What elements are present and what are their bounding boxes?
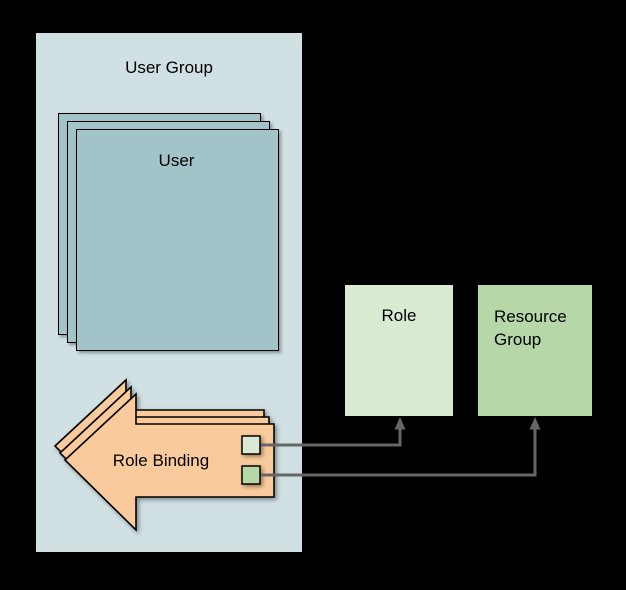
- role-binding-ports: [241, 435, 261, 485]
- resource-group-port-square: [241, 465, 261, 485]
- connector-to-role: [261, 417, 406, 447]
- resource-group-box: [478, 285, 592, 416]
- role-binding-label: Role Binding: [112, 451, 210, 470]
- connector-to-resource-group: [261, 417, 541, 477]
- connector-to-role-line: [261, 429, 402, 447]
- connector-to-resource-group-arrowhead-icon: [529, 417, 541, 430]
- role-box: [345, 285, 453, 416]
- user-label: User: [158, 151, 195, 170]
- connector-to-role-arrowhead-icon: [394, 417, 406, 430]
- role-binding-arrow-stack: [53, 378, 275, 532]
- user-group-label: User Group: [125, 58, 213, 77]
- connector-to-resource-group-line: [261, 429, 537, 477]
- role-port-square: [241, 435, 261, 455]
- user-card-front: [76, 129, 279, 351]
- role-label: Role: [381, 306, 417, 325]
- role-binding-arrow-front: [63, 392, 275, 532]
- resource-group-label: Resource Group: [494, 307, 567, 349]
